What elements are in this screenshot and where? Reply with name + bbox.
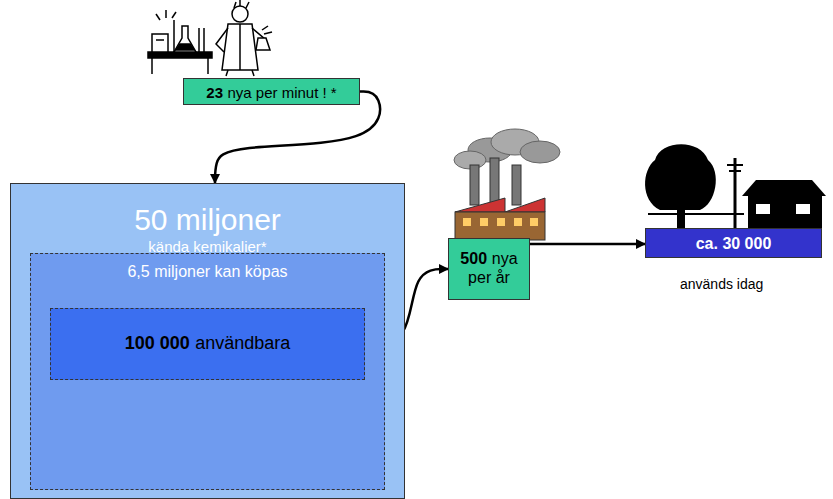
new-per-year-box: 500nya per år — [448, 238, 530, 300]
flow-arrow — [530, 243, 645, 246]
node-text: 50 miljoner — [17, 202, 398, 238]
node-text: ca. 30 000 — [696, 235, 772, 252]
chemist-clipart — [148, 0, 272, 76]
flow-arrow — [215, 92, 380, 184]
rate-box: 23nya per minut ! * — [183, 78, 360, 105]
purchasable-box: 6,5 miljoner kan köpas 100 000användbara — [30, 253, 385, 490]
node-text: 6,5 miljoner kan köpas — [37, 262, 378, 281]
node-text: användbara — [195, 333, 290, 353]
note-label: används idag — [680, 276, 763, 292]
known-chemicals-box: 50 miljonerkända kemikalier*6,5 miljoner… — [10, 183, 405, 499]
node-text: 100 000 — [125, 333, 190, 353]
node-text: 23 — [206, 84, 223, 101]
usable-box: 100 000användbara — [50, 308, 365, 380]
node-text: 500 — [460, 250, 487, 267]
factory-clipart — [454, 129, 560, 240]
in-use-box: ca. 30 000 — [645, 228, 822, 258]
house-clipart — [645, 144, 826, 228]
node-text: nya per minut ! * — [227, 84, 336, 101]
